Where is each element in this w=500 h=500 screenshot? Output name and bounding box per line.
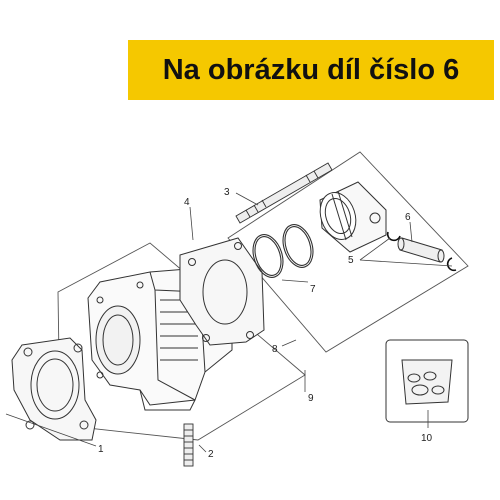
callout-2: 2 xyxy=(208,449,214,460)
piston xyxy=(319,181,387,253)
callout-8: 8 xyxy=(272,344,278,355)
head-gasket-4 xyxy=(179,237,265,346)
kit-frame-8 xyxy=(227,151,469,353)
callout-6: 6 xyxy=(405,212,411,223)
callout-10: 10 xyxy=(421,433,433,444)
banner-title: Na obrázku díl číslo 6 xyxy=(162,53,460,86)
base-gasket-1 xyxy=(11,337,97,441)
stud-bolt-2 xyxy=(183,423,194,467)
callout-5: 5 xyxy=(348,255,354,266)
banner-background xyxy=(128,40,494,100)
callout-7: 7 xyxy=(310,284,316,295)
callout-9: 9 xyxy=(308,393,314,404)
leader-lines xyxy=(5,192,453,453)
piston-rings-7 xyxy=(252,224,314,278)
gasket-kit-box-10 xyxy=(385,339,469,423)
long-stud-3 xyxy=(235,162,333,224)
callout-1: 1 xyxy=(98,444,104,455)
piston-pin-6 xyxy=(397,237,445,263)
callout-3: 3 xyxy=(224,187,230,198)
callout-4: 4 xyxy=(184,197,190,208)
